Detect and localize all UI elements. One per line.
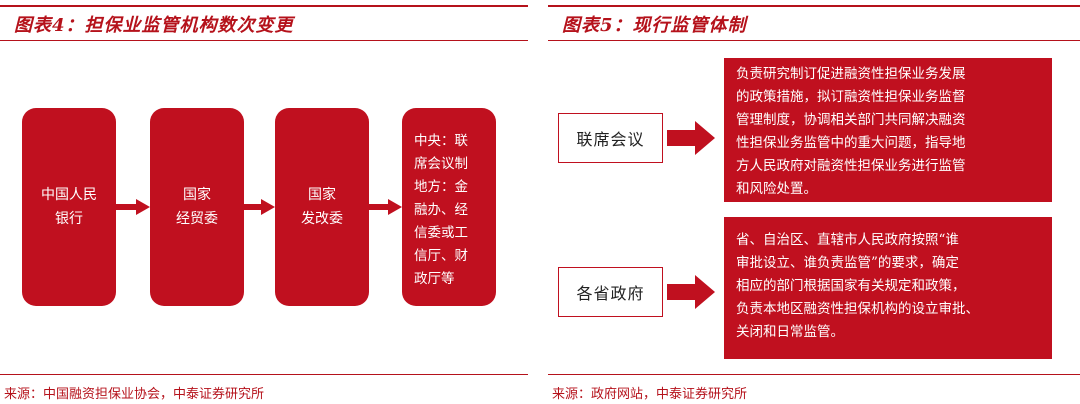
left-figure-title: 图表4：担保业监管机构数次变更	[14, 15, 294, 36]
right-source-note: 来源：政府网站，中泰证券研究所	[552, 387, 748, 402]
flow-box-line: 信厅、财	[414, 248, 468, 264]
flow-box-line: 国家	[308, 187, 336, 203]
description-line: 和风险处置。	[736, 181, 817, 197]
flow-box-line: 信委或工	[414, 225, 468, 241]
left-top-line	[0, 5, 528, 7]
flow-box-line: 发改委	[301, 211, 343, 227]
description-line: 负责研究制订促进融资性担保业务发展	[736, 66, 966, 82]
flow-box-line: 中国人民	[41, 187, 97, 203]
right-arrow-icon	[369, 199, 402, 215]
right-arrow-icon	[667, 121, 715, 155]
description-provincial-gov: 省、自治区、直辖市人民政府按照“谁 审批设立、谁负责监管”的要求，确定 相应的部…	[724, 217, 1052, 359]
flow-box-line: 银行	[55, 211, 83, 227]
flow-box-line: 经贸委	[176, 211, 218, 227]
label-joint-meeting: 联席会议	[558, 113, 663, 163]
right-source-rule	[548, 374, 1080, 375]
left-panel: 图表4：担保业监管机构数次变更 中国人民 银行 国家 经贸委 国家 发改委 中央…	[0, 0, 528, 404]
description-line: 相应的部门根据国家有关规定和政策，	[736, 278, 966, 294]
left-source-rule	[0, 374, 528, 375]
description-line: 审批设立、谁负责监管”的要求，确定	[736, 255, 959, 271]
flow-box-line: 中央：联	[414, 133, 468, 149]
flow-box-line: 融办、经	[414, 202, 468, 218]
left-source-note: 来源：中国融资担保业协会，中泰证券研究所	[4, 387, 265, 402]
description-line: 方人民政府对融资性担保业务进行监管	[736, 158, 966, 174]
right-panel: 图表5：现行监管体制 联席会议 负责研究制订促进融资性担保业务发展 的政策措施，…	[548, 0, 1080, 404]
description-joint-meeting: 负责研究制订促进融资性担保业务发展 的政策措施，拟订融资性担保业务监督 管理制度…	[724, 58, 1052, 202]
label-provincial-gov: 各省政府	[558, 267, 663, 317]
description-line: 省、自治区、直辖市人民政府按照“谁	[736, 232, 959, 248]
right-arrow-icon	[667, 275, 715, 309]
flow-box-line: 席会议制	[414, 156, 468, 172]
right-top-line	[548, 5, 1080, 7]
left-title-rule	[0, 40, 528, 41]
flow-box-line: 政厅等	[414, 271, 455, 287]
right-title-rule	[548, 40, 1080, 41]
flow-box-ndrc: 国家 发改委	[275, 108, 369, 306]
flow-box-line: 国家	[183, 187, 211, 203]
description-line: 负责本地区融资性担保机构的设立审批、	[736, 301, 979, 317]
description-line: 的政策措施，拟订融资性担保业务监督	[736, 89, 966, 105]
description-line: 管理制度，协调相关部门共同解决融资	[736, 112, 966, 128]
flow-box-current: 中央：联 席会议制 地方：金 融办、经 信委或工 信厅、财 政厅等	[402, 108, 496, 306]
flow-box-pboc: 中国人民 银行	[22, 108, 116, 306]
right-figure-title: 图表5：现行监管体制	[562, 15, 747, 36]
flow-box-line: 地方：金	[414, 179, 468, 195]
flow-box-setc: 国家 经贸委	[150, 108, 244, 306]
description-line: 关闭和日常监管。	[736, 324, 844, 340]
right-arrow-icon	[244, 199, 275, 215]
right-arrow-icon	[116, 199, 150, 215]
description-line: 性担保业务监管中的重大问题，指导地	[736, 135, 966, 151]
